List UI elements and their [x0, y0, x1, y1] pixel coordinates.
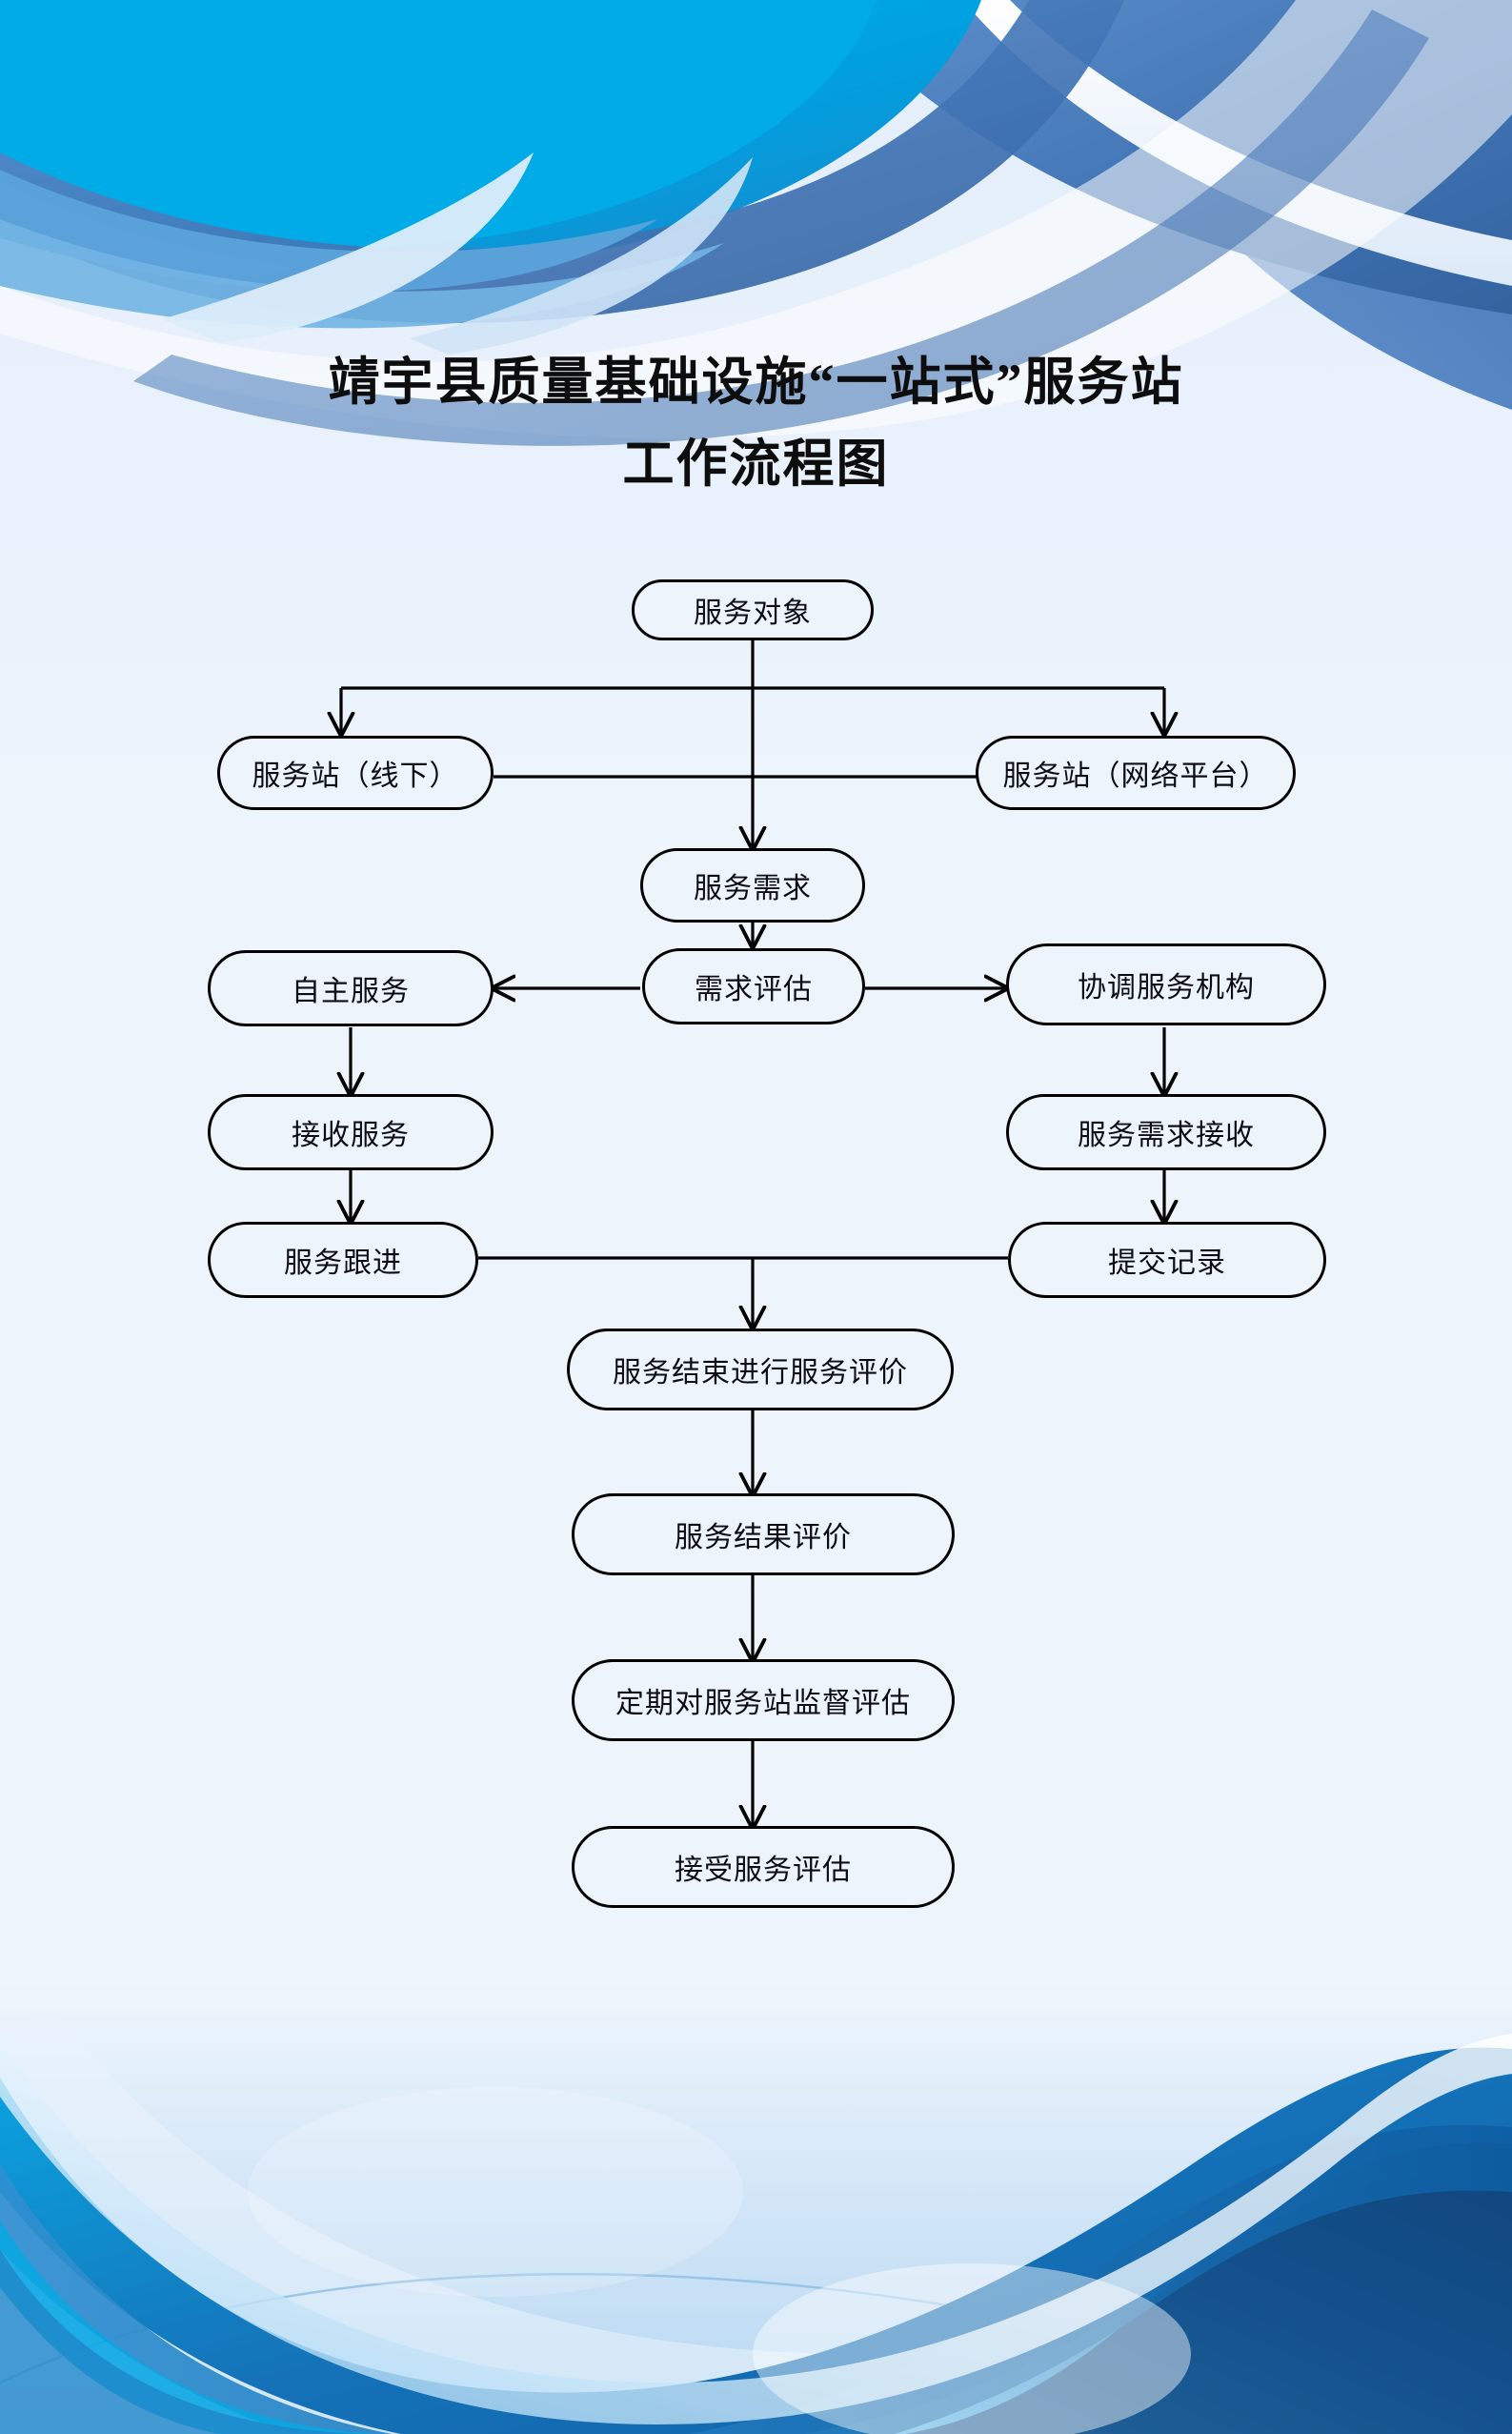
node-label: 服务需求 — [694, 873, 812, 904]
node-service-demand[interactable]: 服务需求 — [640, 848, 865, 923]
node-label: 服务站（网络平台） — [1002, 761, 1269, 792]
node-self-service[interactable]: 自主服务 — [208, 950, 494, 1026]
node-label: 接收服务 — [292, 1120, 410, 1151]
page-title: 靖宇县质量基础设施“一站式”服务站 工作流程图 — [0, 341, 1512, 505]
node-receive-service[interactable]: 接收服务 — [208, 1094, 494, 1170]
node-demand-assessment[interactable]: 需求评估 — [642, 948, 865, 1024]
node-label: 提交记录 — [1108, 1247, 1226, 1279]
node-label: 需求评估 — [695, 974, 813, 1005]
node-label: 服务对象 — [694, 598, 812, 629]
node-service-station-offline[interactable]: 服务站（线下） — [217, 736, 494, 810]
node-label: 服务结果评价 — [675, 1522, 852, 1553]
node-label: 自主服务 — [292, 976, 410, 1007]
node-periodic-supervision[interactable]: 定期对服务站监督评估 — [572, 1659, 955, 1741]
node-service-result-evaluation[interactable]: 服务结果评价 — [572, 1493, 955, 1575]
node-label: 定期对服务站监督评估 — [615, 1688, 911, 1719]
node-service-object[interactable]: 服务对象 — [632, 579, 874, 640]
node-post-service-evaluation[interactable]: 服务结束进行服务评价 — [567, 1329, 954, 1410]
node-accept-service-evaluation[interactable]: 接受服务评估 — [572, 1826, 955, 1908]
node-label: 接受服务评估 — [675, 1855, 852, 1886]
node-demand-intake[interactable]: 服务需求接收 — [1006, 1094, 1326, 1170]
node-label: 服务跟进 — [284, 1247, 402, 1279]
node-service-followup[interactable]: 服务跟进 — [208, 1222, 478, 1298]
page-title-line-1: 靖宇县质量基础设施“一站式”服务站 — [328, 354, 1184, 411]
page-title-line-2: 工作流程图 — [622, 436, 890, 493]
node-service-station-online[interactable]: 服务站（网络平台） — [976, 736, 1296, 810]
node-submit-record[interactable]: 提交记录 — [1008, 1222, 1326, 1298]
node-label: 服务需求接收 — [1078, 1120, 1255, 1151]
node-label: 协调服务机构 — [1078, 972, 1255, 1004]
node-label: 服务结束进行服务评价 — [613, 1357, 908, 1389]
node-label: 服务站（线下） — [252, 761, 459, 792]
node-coordinate-agency[interactable]: 协调服务机构 — [1006, 943, 1326, 1025]
